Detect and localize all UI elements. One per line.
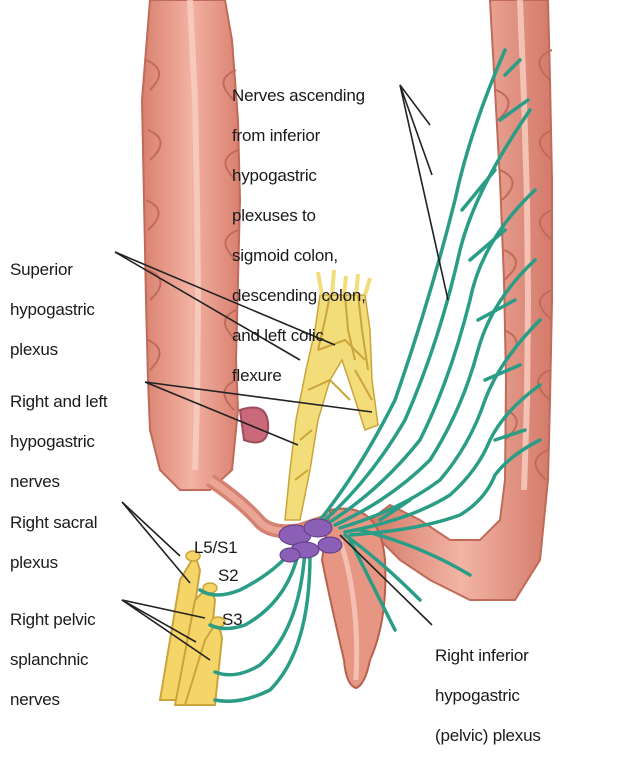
label-superior-hypogastric-plexus: Superior hypogastric plexus bbox=[10, 240, 95, 380]
label-pelvic-splanchnic-nerves: Right pelvic splanchnic nerves bbox=[10, 590, 95, 730]
label-root-s3: S3 bbox=[222, 610, 242, 630]
label-nerves-ascending: Nerves ascending from inferior hypogastr… bbox=[232, 66, 366, 406]
label-sacral-plexus: Right sacral plexus bbox=[10, 493, 97, 593]
ascending-colon bbox=[142, 0, 240, 490]
appendix bbox=[240, 408, 268, 443]
label-root-l5s1: L5/S1 bbox=[194, 538, 237, 558]
label-inferior-hypogastric-plexus: Right inferior hypogastric (pelvic) plex… bbox=[435, 626, 541, 766]
label-root-s2: S2 bbox=[218, 566, 238, 586]
label-hypogastric-nerves: Right and left hypogastric nerves bbox=[10, 372, 107, 512]
